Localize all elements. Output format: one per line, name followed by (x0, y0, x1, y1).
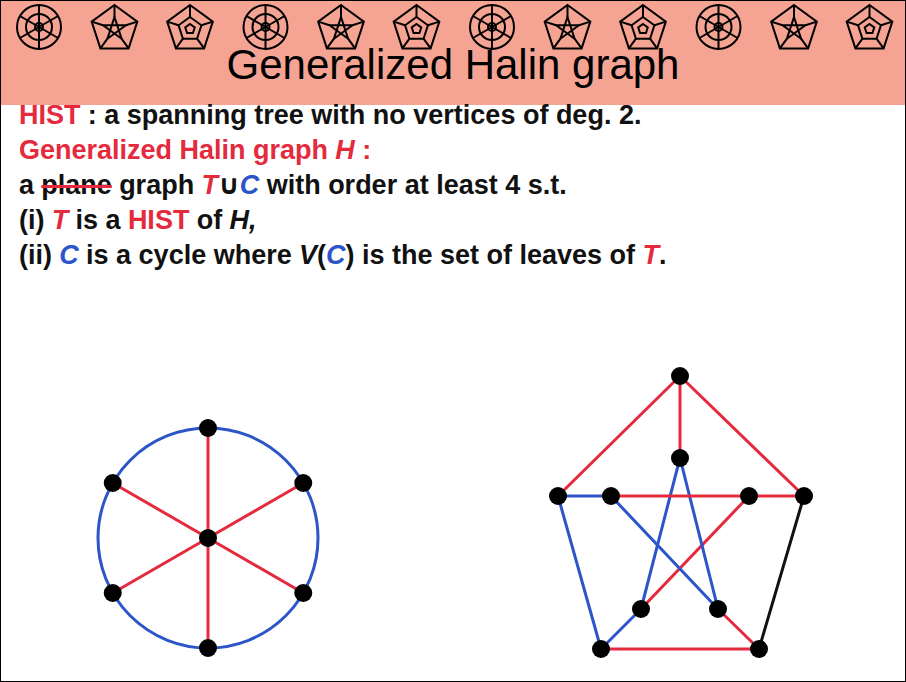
text-fragment: HIST (128, 203, 190, 238)
text-fragment: is a cycle where (86, 238, 292, 273)
text-line: Generalized Halin graphH: (19, 133, 666, 168)
text-fragment: of (197, 203, 222, 238)
petersen-graph (549, 367, 813, 658)
icon (17, 5, 61, 49)
text-fragment: (i) (19, 203, 44, 238)
text-fragment: ∪ (218, 168, 240, 203)
icon (167, 5, 213, 48)
text-fragment: C (59, 238, 79, 273)
text-fragment: a (19, 168, 34, 203)
text-line: (ii)Cis a cycle whereV(C) is the set of … (19, 238, 666, 273)
text-fragment: T (52, 203, 69, 238)
icon (697, 5, 741, 49)
banner (1, 1, 905, 105)
text-fragment: is a (76, 203, 121, 238)
text-fragment: : (362, 133, 371, 168)
text-fragment: (ii) (19, 238, 52, 273)
icon (771, 5, 817, 48)
text-fragment: V (299, 238, 317, 273)
text-line: aplanegraphT∪Cwith order at least 4 s.t. (19, 168, 666, 203)
text-fragment: . (659, 238, 667, 273)
text-fragment: C (240, 168, 260, 203)
icon (847, 5, 893, 48)
text-line: HIST: a spanning tree with no vertices o… (19, 98, 666, 133)
text-fragment: graph (119, 168, 194, 203)
text-fragment: HIST (19, 98, 81, 133)
text-block: HIST: a spanning tree with no vertices o… (19, 98, 666, 273)
text-fragment: H, (229, 203, 256, 238)
slide-title: Generalized Halin graph (1, 41, 905, 89)
icon (92, 5, 138, 48)
text-fragment: H (335, 133, 355, 168)
text-fragment: : a spanning tree with no vertices of de… (88, 98, 642, 133)
text-fragment: ) is the set of leaves of (346, 238, 636, 273)
text-line: (i) Tis aHISTofH, (19, 203, 666, 238)
text-fragment: Generalized Halin graph (19, 133, 328, 168)
struck-word: plane (41, 168, 112, 203)
text-fragment: with order at least 4 s.t. (267, 168, 567, 203)
text-fragment: ( (317, 238, 326, 273)
text-fragment: T (201, 168, 218, 203)
wheel-graph (98, 419, 318, 657)
text-fragment: T (642, 238, 659, 273)
text-fragment: C (326, 238, 346, 273)
